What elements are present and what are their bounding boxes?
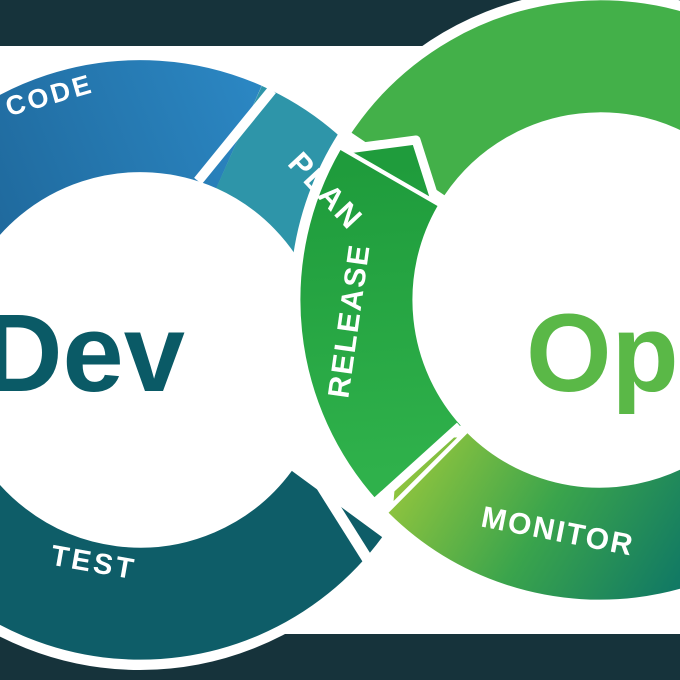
ops-label: Op	[526, 292, 679, 415]
release-monitor-gap	[373, 422, 464, 505]
code-segment	[0, 60, 262, 235]
code-plan-gap	[194, 86, 276, 185]
test-end-gap	[295, 449, 373, 563]
release-segment	[300, 150, 462, 501]
test-segment	[0, 470, 383, 660]
monitor-segment	[388, 432, 680, 600]
dev-label: Dev	[0, 292, 185, 415]
ops-upper-segment	[351, 0, 680, 197]
